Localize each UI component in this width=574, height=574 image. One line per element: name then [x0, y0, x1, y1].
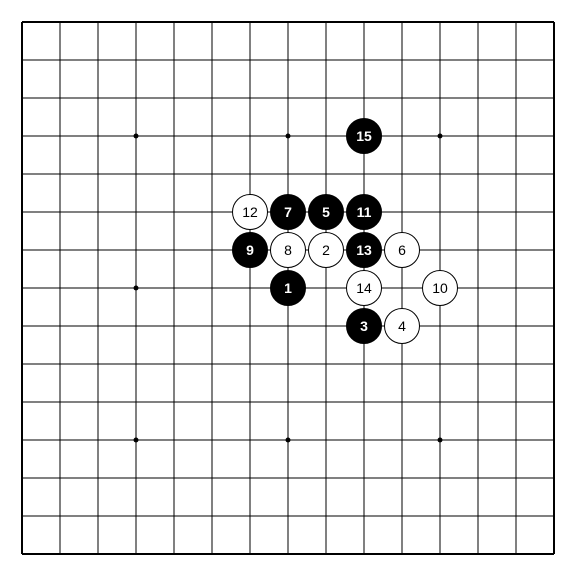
- move-number: 3: [360, 318, 368, 334]
- move-number: 8: [284, 242, 292, 258]
- stone-black: 15: [346, 118, 382, 154]
- stone-black: 1: [270, 270, 306, 306]
- stone-white: 8: [270, 232, 306, 268]
- move-number: 10: [432, 280, 448, 296]
- stone-circle: [384, 232, 420, 268]
- move-number: 15: [356, 128, 372, 144]
- move-number: 4: [398, 318, 406, 334]
- stone-circle: [346, 270, 382, 306]
- move-number: 2: [322, 242, 330, 258]
- stone-white: 4: [384, 308, 420, 344]
- stone-circle: [232, 194, 268, 230]
- stone-white: 12: [232, 194, 268, 230]
- stone-circle: [346, 118, 382, 154]
- move-number: 12: [242, 204, 258, 220]
- move-number: 13: [356, 242, 372, 258]
- move-number: 11: [357, 204, 372, 220]
- stone-black: 7: [270, 194, 306, 230]
- stone-circle: [270, 270, 306, 306]
- stone-white: 6: [384, 232, 420, 268]
- stone-circle: [422, 270, 458, 306]
- move-number: 9: [246, 242, 254, 258]
- star-point: [133, 133, 139, 139]
- stone-circle: [384, 308, 420, 344]
- stone-circle: [232, 232, 268, 268]
- stone-circle: [308, 194, 344, 230]
- move-number: 7: [284, 204, 292, 220]
- star-point: [285, 437, 291, 443]
- move-number: 6: [398, 242, 406, 258]
- stone-black: 3: [346, 308, 382, 344]
- star-point: [133, 285, 139, 291]
- stone-circle: [308, 232, 344, 268]
- stone-white: 10: [422, 270, 458, 306]
- star-point: [437, 133, 443, 139]
- stone-circle: [270, 232, 306, 268]
- star-point: [285, 133, 291, 139]
- stone-circle: [346, 232, 382, 268]
- stone-black: 9: [232, 232, 268, 268]
- move-number: 1: [284, 280, 292, 296]
- stone-black: 11: [346, 194, 382, 230]
- star-point: [133, 437, 139, 443]
- stone-white: 2: [308, 232, 344, 268]
- star-point: [437, 437, 443, 443]
- move-number: 5: [322, 204, 330, 220]
- stone-circle: [270, 194, 306, 230]
- move-number: 14: [356, 280, 372, 296]
- stone-black: 13: [346, 232, 382, 268]
- stone-circle: [346, 194, 382, 230]
- stone-white: 14: [346, 270, 382, 306]
- stone-circle: [346, 308, 382, 344]
- stone-black: 5: [308, 194, 344, 230]
